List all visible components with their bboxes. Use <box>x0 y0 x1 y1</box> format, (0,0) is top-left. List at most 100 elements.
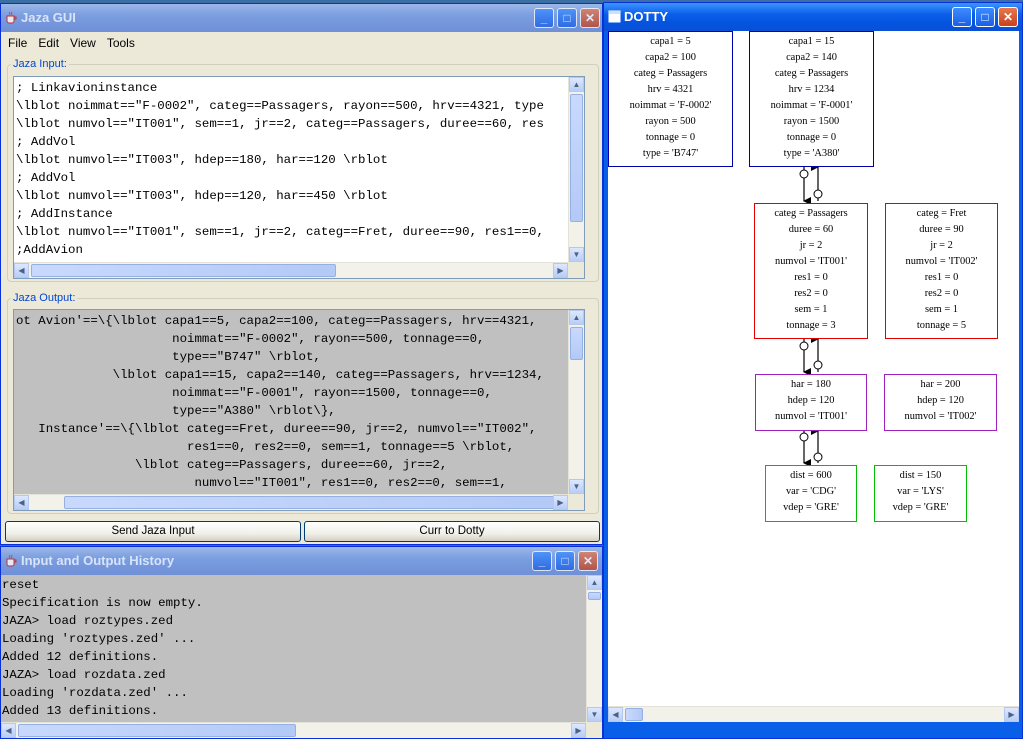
node-attribute: numvol = 'IT002' <box>905 256 978 267</box>
arrow-down-icon[interactable]: ▼ <box>569 479 584 494</box>
node-attribute: vdep = 'GRE' <box>892 502 949 513</box>
window-icon <box>608 10 621 23</box>
output-vertical-scrollbar[interactable]: ▲ ▼ <box>568 310 584 494</box>
history-horizontal-scrollbar[interactable]: ◀ ▶ <box>1 722 586 738</box>
node-attribute: jr = 2 <box>799 240 823 251</box>
arrow-down-icon[interactable]: ▼ <box>587 707 602 722</box>
jaza-input-label: Jaza Input: <box>11 58 69 70</box>
jaza-output-textarea[interactable]: ot Avion'==\{\lblot capa1==5, capa2==100… <box>13 309 585 511</box>
history-vscroll-thumb[interactable] <box>588 592 601 600</box>
arrow-left-icon[interactable]: ◀ <box>608 707 623 722</box>
output-line: \lblot capa1==15, capa2==140, categ==Pas… <box>16 368 544 382</box>
arrow-right-icon[interactable]: ▶ <box>571 723 586 738</box>
close-icon[interactable]: ✕ <box>580 8 600 28</box>
arrow-right-icon[interactable]: ▶ <box>553 495 568 510</box>
arrow-up-icon[interactable]: ▲ <box>587 575 602 590</box>
menu-bar: File Edit View Tools <box>2 32 601 53</box>
history-hscroll-thumb[interactable] <box>18 724 296 737</box>
input-line: \lblot noimmat=="F-0002", categ==Passage… <box>16 99 544 113</box>
dotty-titlebar[interactable]: DOTTY _ □ ✕ <box>604 3 1022 31</box>
input-horizontal-scrollbar[interactable]: ◀ ▶ <box>14 262 568 278</box>
input-line: \lblot numvol=="IT003", hdep==120, har==… <box>16 189 388 203</box>
history-line: Specification is now empty. <box>2 596 203 610</box>
output-vscroll-thumb[interactable] <box>570 327 583 360</box>
maximize-icon[interactable]: □ <box>557 8 577 28</box>
output-line: numvol=="IT001", res1==0, res2==0, sem==… <box>16 476 507 490</box>
arrow-up-icon[interactable]: ▲ <box>569 310 584 325</box>
menu-edit[interactable]: Edit <box>38 36 60 50</box>
menu-file[interactable]: File <box>8 36 28 50</box>
output-line: Instance'==\{\lblot categ==Fret, duree==… <box>16 422 537 436</box>
menu-view[interactable]: View <box>70 36 96 50</box>
edge-avion-instance <box>799 163 823 205</box>
menu-tools[interactable]: Tools <box>106 36 135 50</box>
history-titlebar[interactable]: Input and Output History _ □ ✕ <box>1 547 602 575</box>
minimize-icon[interactable]: _ <box>534 8 554 28</box>
arrow-left-icon[interactable]: ◀ <box>14 495 29 510</box>
dotty-vertical-scrollbar[interactable] <box>1003 31 1019 706</box>
close-icon[interactable]: ✕ <box>998 7 1018 27</box>
history-line: JAZA> load roztypes.zed <box>2 614 174 628</box>
maximize-icon[interactable]: □ <box>555 551 575 571</box>
input-line: \lblot numvol=="IT001", sem==1, jr==2, c… <box>16 117 544 131</box>
arrow-down-icon[interactable]: ▼ <box>569 247 584 262</box>
arrow-right-icon[interactable]: ▶ <box>1004 707 1019 722</box>
node-attribute: categ = Passagers <box>774 208 848 219</box>
arrow-left-icon[interactable]: ◀ <box>1 723 16 738</box>
jaza-gui-titlebar[interactable]: Jaza GUI _ □ ✕ <box>1 4 602 32</box>
node-attribute: var = 'CDG' <box>785 486 836 497</box>
minimize-icon[interactable]: _ <box>952 7 972 27</box>
node-attribute: type = 'B747' <box>642 148 699 159</box>
node-attribute: type = 'A380' <box>783 148 840 159</box>
node-attribute: numvol = 'IT001' <box>775 256 847 267</box>
arrow-up-icon[interactable]: ▲ <box>569 77 584 92</box>
node-attribute: res2 = 0 <box>794 288 828 299</box>
output-horizontal-scrollbar[interactable]: ◀ ▶ <box>14 494 568 510</box>
maximize-icon[interactable]: □ <box>975 7 995 27</box>
input-line: \lblot numvol=="IT001", sem==1, jr==2, c… <box>16 225 544 239</box>
node-attribute: vdep = 'GRE' <box>783 502 839 513</box>
curr-to-dotty-button[interactable]: Curr to Dotty <box>304 521 600 542</box>
node-attribute: capa2 = 140 <box>786 52 837 63</box>
node-attribute: res2 = 0 <box>924 288 959 299</box>
history-vertical-scrollbar[interactable]: ▲ ▼ <box>586 575 602 722</box>
close-icon[interactable]: ✕ <box>578 551 598 571</box>
java-cup-icon <box>6 11 17 24</box>
input-vertical-scrollbar[interactable]: ▲ ▼ <box>568 77 584 262</box>
node-attribute: hdep = 120 <box>917 395 964 406</box>
node-attribute: tonnage = 0 <box>786 132 837 143</box>
node-attribute: capa1 = 5 <box>650 36 691 47</box>
history-scroll-corner <box>586 722 602 738</box>
arrow-left-icon[interactable]: ◀ <box>14 263 29 278</box>
node-attribute: rayon = 1500 <box>783 116 840 127</box>
output-line: type=="B747" \rblot, <box>16 350 321 364</box>
node-attribute: har = 180 <box>791 379 831 390</box>
minimize-icon[interactable]: _ <box>532 551 552 571</box>
input-vscroll-thumb[interactable] <box>570 94 583 222</box>
node-attribute: categ = Passagers <box>774 68 849 79</box>
node-attribute: hrv = 4321 <box>647 84 694 95</box>
send-jaza-input-button[interactable]: Send Jaza Input <box>5 521 301 542</box>
dotty-horizontal-scrollbar[interactable]: ◀ ▶ <box>608 706 1019 722</box>
output-hscroll-thumb[interactable] <box>64 496 559 509</box>
jaza-input-textarea[interactable]: ; Linkavioninstance\lblot noimmat=="F-00… <box>13 76 585 279</box>
node-attribute: noimmat = 'F-0002' <box>629 100 712 111</box>
jaza-input-text: ; Linkavioninstance\lblot noimmat=="F-00… <box>16 79 544 259</box>
node-attribute: tonnage = 3 <box>786 320 836 331</box>
input-hscroll-thumb[interactable] <box>31 264 336 277</box>
node-attribute: sem = 1 <box>794 304 828 315</box>
dotty-hscroll-thumb[interactable] <box>625 708 643 721</box>
arrow-right-icon[interactable]: ▶ <box>553 263 568 278</box>
node-attribute: duree = 90 <box>919 224 964 235</box>
input-line: ; AddInstance <box>16 207 113 221</box>
